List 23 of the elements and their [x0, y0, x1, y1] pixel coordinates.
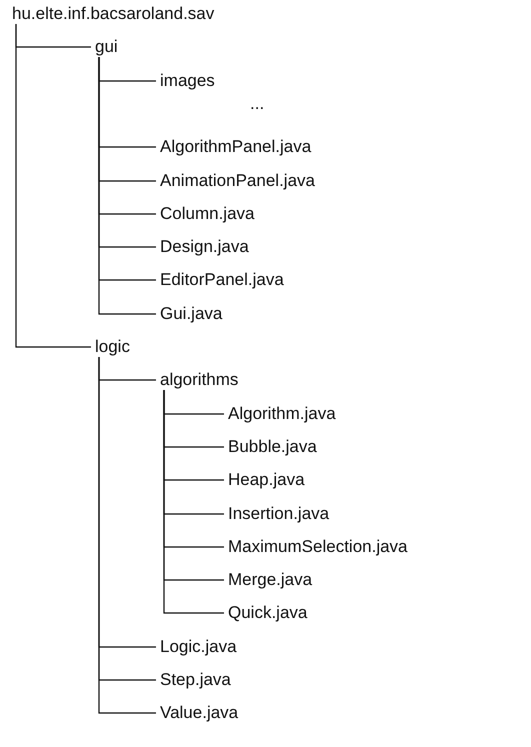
- tree-connector-line: [15, 24, 91, 348]
- tree-item-label: Insertion.java: [224, 504, 330, 524]
- tree-item-label: MaximumSelection.java: [224, 536, 408, 557]
- tree-item-label: Algorithm.java: [224, 404, 336, 424]
- tree-item-label: images: [156, 70, 215, 91]
- tree-item-label: Logic.java: [156, 636, 237, 657]
- tree-item-label: Value.java: [156, 703, 238, 724]
- ellipsis-text: ...: [250, 94, 264, 114]
- tree-item-label: Bubble.java: [224, 436, 317, 457]
- tree-item-label: EditorPanel.java: [156, 270, 284, 290]
- package-name: hu.elte.inf.bacsaroland.sav: [8, 4, 214, 24]
- tree-item-label: Step.java: [156, 670, 231, 690]
- tree-item-label: Design.java: [156, 237, 249, 258]
- tree-item-label: AlgorithmPanel.java: [156, 137, 312, 158]
- tree-item-label: AnimationPanel.java: [156, 170, 315, 190]
- tree-item-label: Quick.java: [224, 603, 308, 624]
- tree-item-label: logic: [91, 337, 130, 357]
- tree-item-label: gui: [91, 37, 118, 58]
- tree-item-label: Merge.java: [224, 570, 312, 590]
- tree-item-label: Column.java: [156, 204, 254, 224]
- tree-item-label: Gui.java: [156, 304, 222, 324]
- tree-item-label: algorithms: [156, 370, 238, 390]
- tree-item-label: Heap.java: [224, 470, 305, 490]
